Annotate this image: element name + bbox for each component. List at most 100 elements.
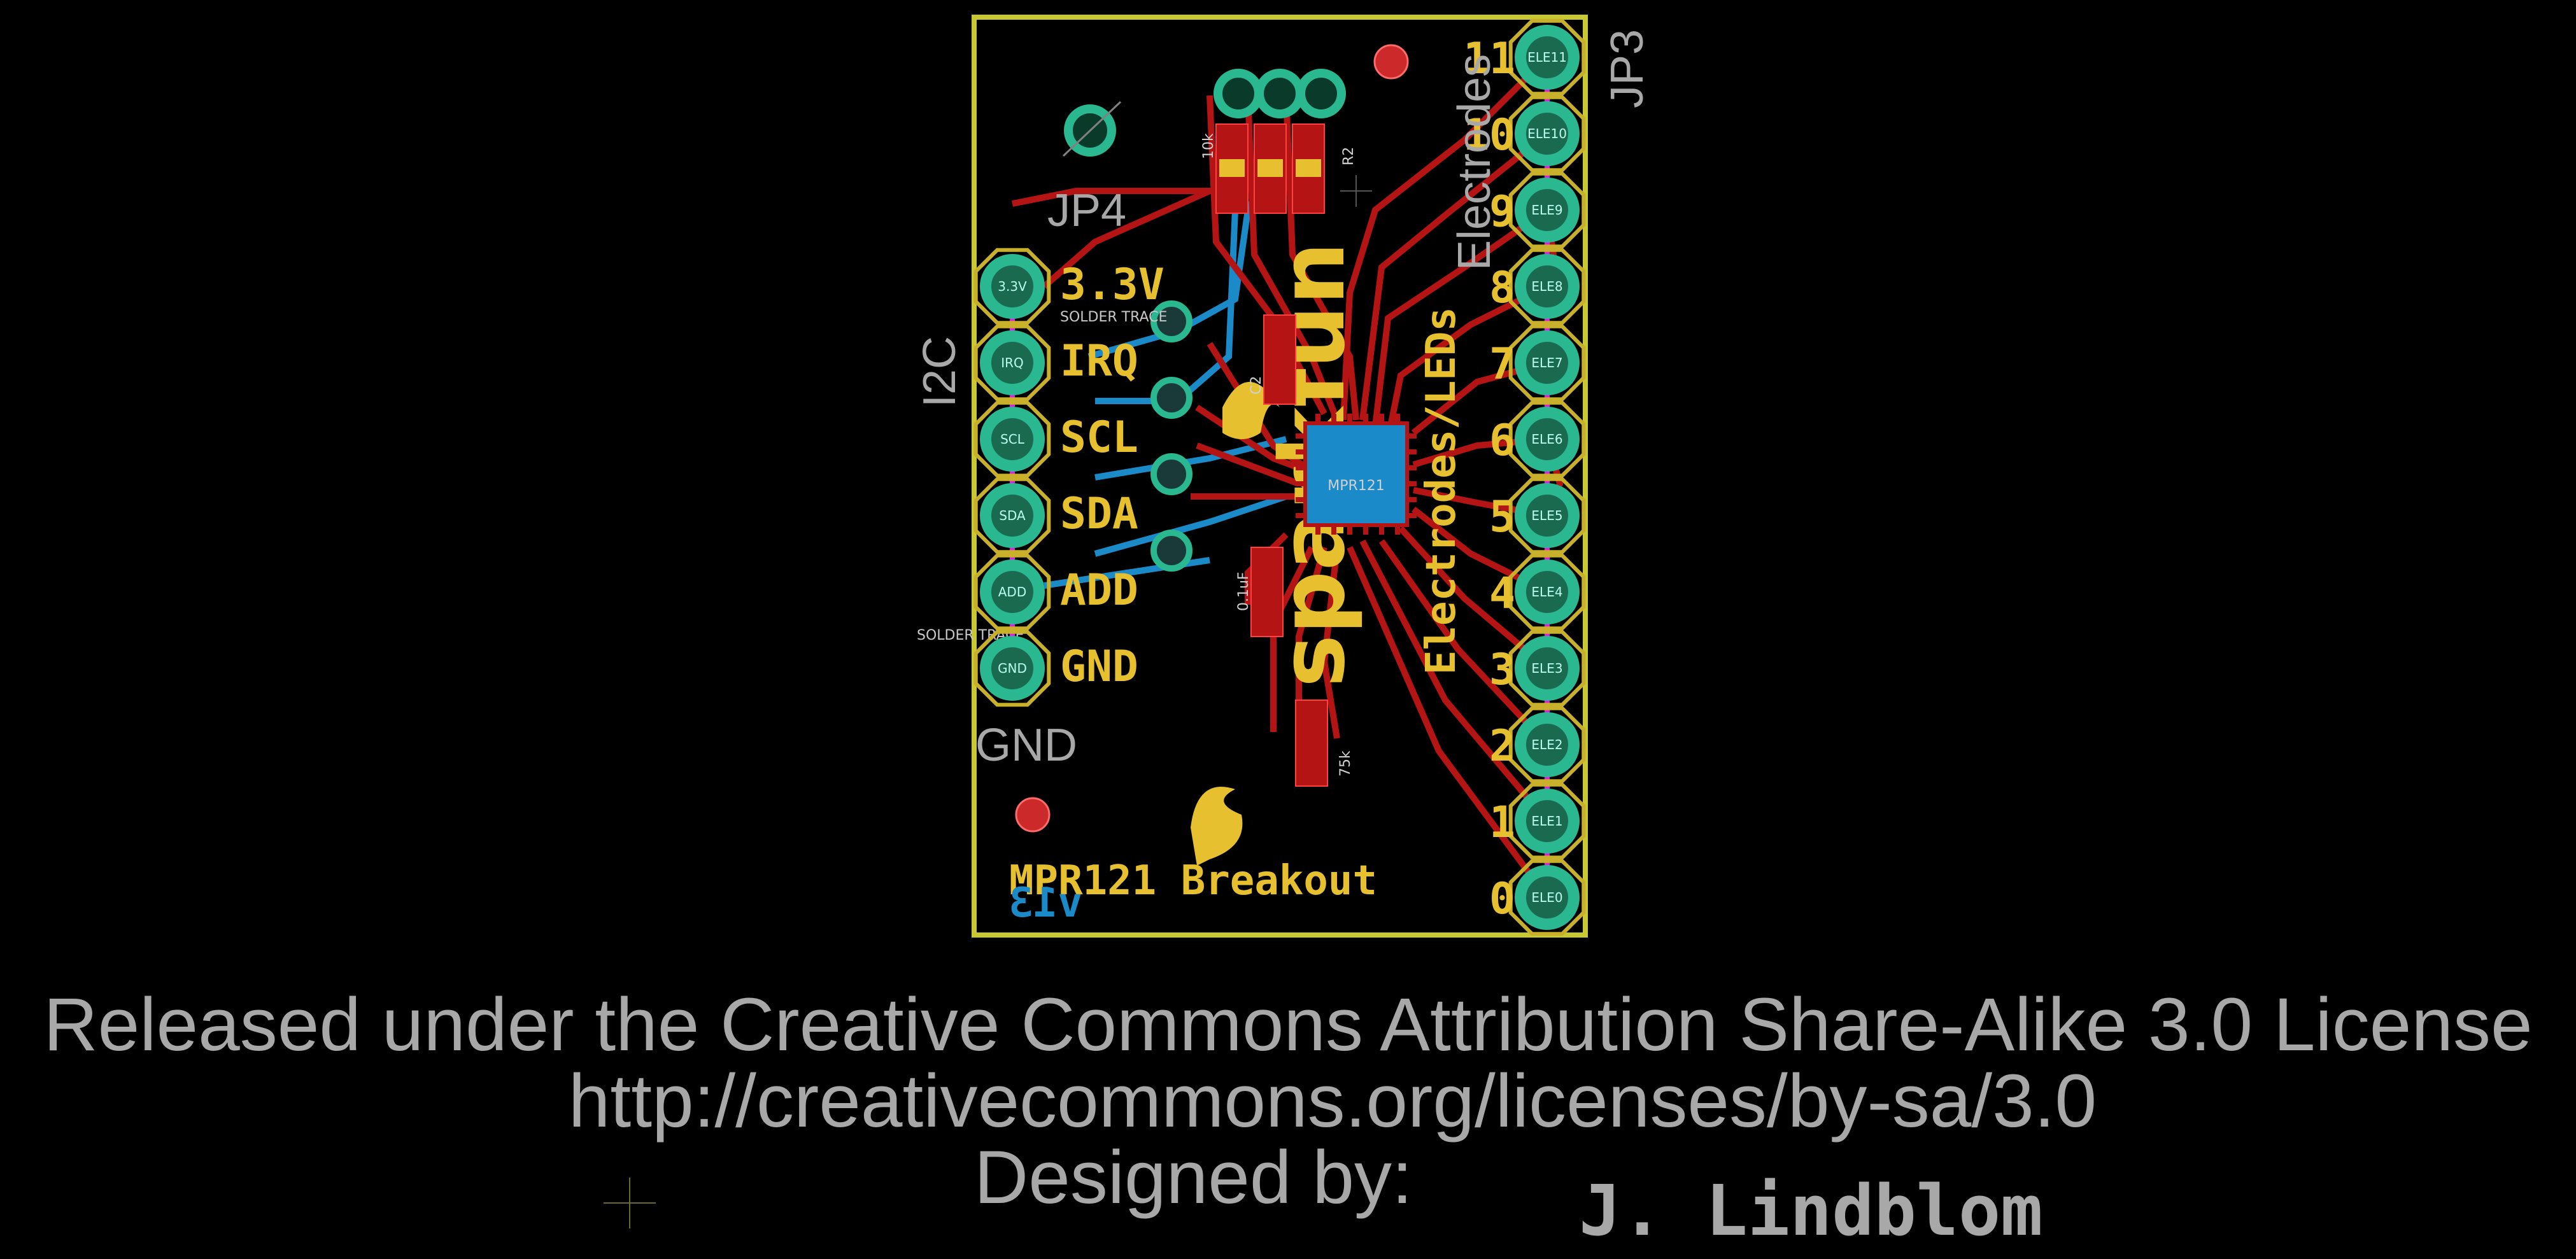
right-header-pad	[1515, 25, 1580, 90]
left-header-pad-label: GND	[998, 661, 1027, 676]
gnd-doc-label: GND	[975, 720, 1077, 771]
right-header-number: 5	[1489, 492, 1515, 542]
right-header-pad	[1515, 636, 1580, 701]
left-header-pad-outline	[973, 400, 1051, 478]
right-header-pad	[1515, 789, 1580, 854]
right-header-pad-outline	[1508, 324, 1586, 402]
left-header-pad-outline	[973, 477, 1051, 554]
right-header-pad-outline	[1508, 706, 1586, 784]
right-header-pad-outline	[1508, 95, 1586, 172]
capacitor-value-label: 0.1uF	[1236, 572, 1252, 611]
right-header-pad-label: ELE4	[1531, 584, 1562, 600]
right-header-pad-label: ELE3	[1531, 661, 1562, 676]
mpr121-chip: MPR121	[1296, 414, 1417, 535]
right-header-pad-outline	[1508, 553, 1586, 631]
right-header-number: 9	[1489, 186, 1515, 237]
right-header-pad-label: ELE11	[1527, 50, 1567, 65]
resistor-75k-label: 75k	[1338, 750, 1354, 777]
solder-jumpers	[1150, 300, 1192, 572]
right-header-pad	[1515, 178, 1580, 243]
sparkfun-flame-logo-bottom	[1191, 787, 1243, 866]
right-header-pad	[1515, 254, 1580, 319]
board-name: MPR121 Breakout	[1009, 857, 1377, 904]
left-header-pad	[980, 636, 1045, 701]
left-header-silk-label: SCL	[1060, 412, 1138, 463]
board-outline	[972, 15, 1588, 938]
right-header-number: 2	[1489, 721, 1515, 771]
right-header-number: 4	[1489, 568, 1515, 619]
right-header-pad-label: ELE5	[1531, 508, 1562, 523]
right-header-number: 3	[1489, 645, 1515, 695]
right-header-pad-label: ELE9	[1531, 202, 1562, 218]
right-header-number: 6	[1489, 416, 1515, 466]
right-header-pad-outline	[1508, 171, 1586, 249]
right-header-pad-label: ELE2	[1531, 737, 1562, 752]
left-header-silk-label: 3.3V	[1060, 260, 1164, 310]
electrodes-label: Electrodes	[1449, 54, 1500, 271]
solder-trace-label-1: SOLDER TRACE	[1060, 309, 1167, 325]
left-header-silk-label: IRQ	[1060, 336, 1138, 386]
origin-crosshair-top	[1340, 175, 1372, 207]
right-header-pad-label: ELE7	[1531, 355, 1562, 370]
jp3-label: JP3	[1602, 29, 1653, 108]
right-header-number: 10	[1463, 110, 1515, 160]
left-header-pad-label: IRQ	[1001, 355, 1024, 370]
left-header-pad	[980, 407, 1045, 472]
right-header-pad-outline	[1508, 782, 1586, 860]
designed-by-label: Designed by:	[974, 1136, 1413, 1220]
right-header-pad-outline	[1508, 18, 1586, 96]
right-header-pad	[1515, 865, 1580, 930]
right-header-number: 8	[1489, 263, 1515, 313]
capacitor-ref-label: C2	[1249, 376, 1264, 395]
left-header-pad	[980, 483, 1045, 548]
right-header-number: 7	[1489, 339, 1515, 390]
right-header-number: 1	[1489, 798, 1515, 848]
left-header-pad-outline	[973, 324, 1051, 402]
chip-label: MPR121	[1327, 478, 1385, 494]
origin-crosshair-bottom	[604, 1178, 656, 1228]
right-header-pad-label: ELE6	[1531, 432, 1562, 447]
electrodes-leds-label: Electrodes/LEDs	[1418, 307, 1465, 675]
right-header-pad-label: ELE10	[1527, 126, 1567, 141]
left-header-pad-label: 3.3V	[998, 279, 1027, 294]
capacitor-c2	[1263, 314, 1296, 405]
left-header-pad	[980, 254, 1045, 319]
jp4-label: JP4	[1047, 185, 1126, 236]
right-header-pad	[1515, 101, 1580, 166]
right-header-pad-outline	[1508, 400, 1586, 478]
license-text: Released under the Creative Commons Attr…	[43, 983, 2533, 1067]
license-url: http://creativecommons.org/licenses/by-s…	[568, 1059, 2097, 1143]
right-header-number: 0	[1489, 874, 1515, 924]
right-header-pad-outline	[1508, 859, 1586, 936]
designer-name: J. Lindblom	[1579, 1170, 2042, 1251]
left-header-pad-label: SDA	[999, 508, 1026, 523]
left-header-silk-label: ADD	[1060, 565, 1138, 615]
right-header-number: 11	[1463, 34, 1515, 84]
right-header-pad	[1515, 483, 1580, 548]
jp4-pad-mark	[1062, 101, 1122, 157]
left-header-pad-outline	[973, 630, 1051, 707]
left-header-pad	[980, 559, 1045, 624]
resistor-value-label: 10k	[1201, 133, 1217, 159]
left-header-silk-label: SDA	[1060, 489, 1138, 539]
right-header-pad	[1515, 559, 1580, 624]
board-version: v13	[1008, 880, 1082, 927]
right-header-pad-label: ELE1	[1531, 813, 1562, 829]
resistor-75k	[1295, 700, 1328, 787]
i2c-label: I2C	[914, 336, 965, 407]
top-copper-traces	[1012, 55, 1564, 899]
via-bottom-left	[1015, 797, 1051, 833]
right-header-pad	[1515, 407, 1580, 472]
left-header-silk-label: GND	[1060, 642, 1138, 692]
right-header-pad	[1515, 712, 1580, 777]
left-header-pad-outline	[973, 248, 1051, 325]
left-header-pad-label: SCL	[1000, 432, 1025, 447]
capacitor-0-1uf	[1250, 547, 1284, 637]
right-header-pad-outline	[1508, 477, 1586, 554]
right-header-pad-outline	[1508, 248, 1586, 325]
right-header: ELE11ELE10ELE9ELE8ELE7ELE6ELE5ELE4ELE3EL…	[1508, 18, 1586, 936]
resistor-array	[1215, 123, 1325, 214]
